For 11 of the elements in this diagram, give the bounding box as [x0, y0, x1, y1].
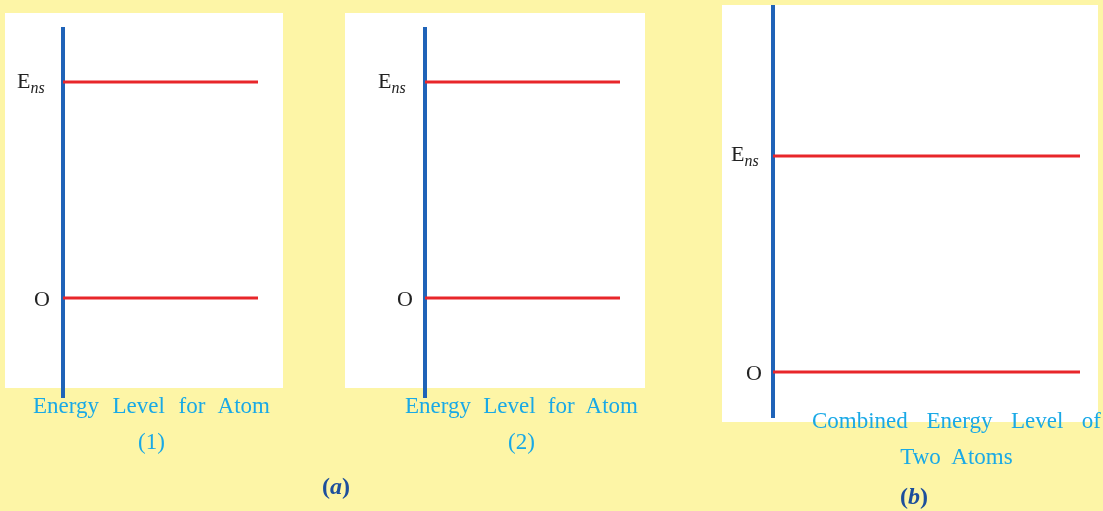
panel-caption: Combined Energy Level of Two Atoms [812, 407, 1101, 471]
zero-level-label: O [746, 362, 762, 384]
energy-symbol: E$_{ns}$ [731, 143, 759, 170]
energy-symbol: E$_{ns}$ [17, 70, 45, 97]
figure-label: (a) [322, 474, 350, 498]
energy-symbol: E$_{ns}$ [378, 70, 406, 97]
zero-level-label: O [34, 288, 50, 310]
panel-caption: Energy Level for Atom (1) [33, 392, 270, 456]
panel-caption: Energy Level for Atom (2) [405, 392, 638, 456]
figure-label: (b) [900, 484, 928, 508]
zero-level-label: O [397, 288, 413, 310]
